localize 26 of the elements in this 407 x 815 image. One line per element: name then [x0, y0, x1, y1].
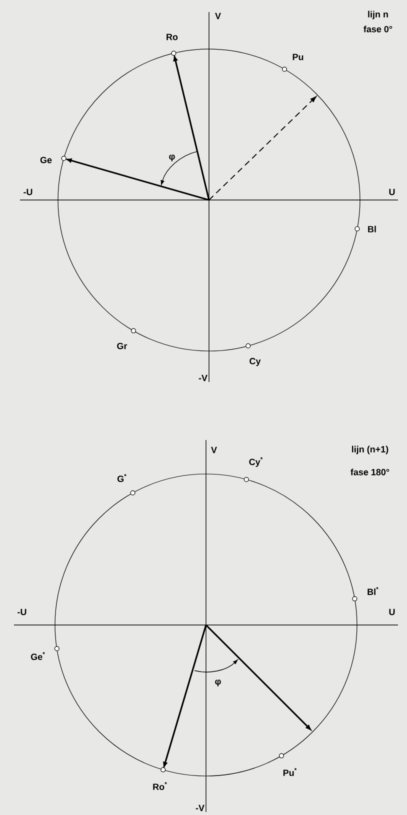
point-label: Cy — [250, 358, 261, 366]
angle-label: φ — [215, 680, 221, 686]
point-label: Bl$^{*}$ — [368, 587, 378, 595]
point-label: Pu$^{*}$ — [283, 768, 297, 776]
angle-label: φ — [169, 154, 175, 162]
point-label: Ge — [40, 156, 52, 164]
axis-label: V — [215, 12, 221, 20]
point-label: Bl — [368, 226, 376, 232]
note-text: fase 180° — [350, 468, 390, 476]
axis-label: V — [211, 446, 217, 454]
point-label: Cy$^{*}$ — [249, 457, 263, 467]
axis-label: U — [389, 188, 395, 196]
axis-label: U — [389, 608, 395, 616]
note-text: lijn (n+1) — [352, 446, 388, 454]
point-label: Ro$^{*}$ — [153, 782, 167, 790]
note-text: lijn n — [368, 10, 388, 20]
axis-label: -U — [24, 188, 32, 196]
axis-label: -V — [198, 374, 208, 382]
note-text: fase 0° — [364, 26, 392, 32]
point-label: G$^{*}$ — [117, 474, 126, 482]
point-label: Pu — [292, 54, 304, 60]
point-label: Gr — [117, 342, 128, 350]
axis-label: -V — [196, 804, 204, 812]
axis-label: -U — [18, 608, 26, 616]
point-label: Ro — [166, 34, 178, 40]
point-label: Ge$^{*}$ — [30, 652, 45, 660]
